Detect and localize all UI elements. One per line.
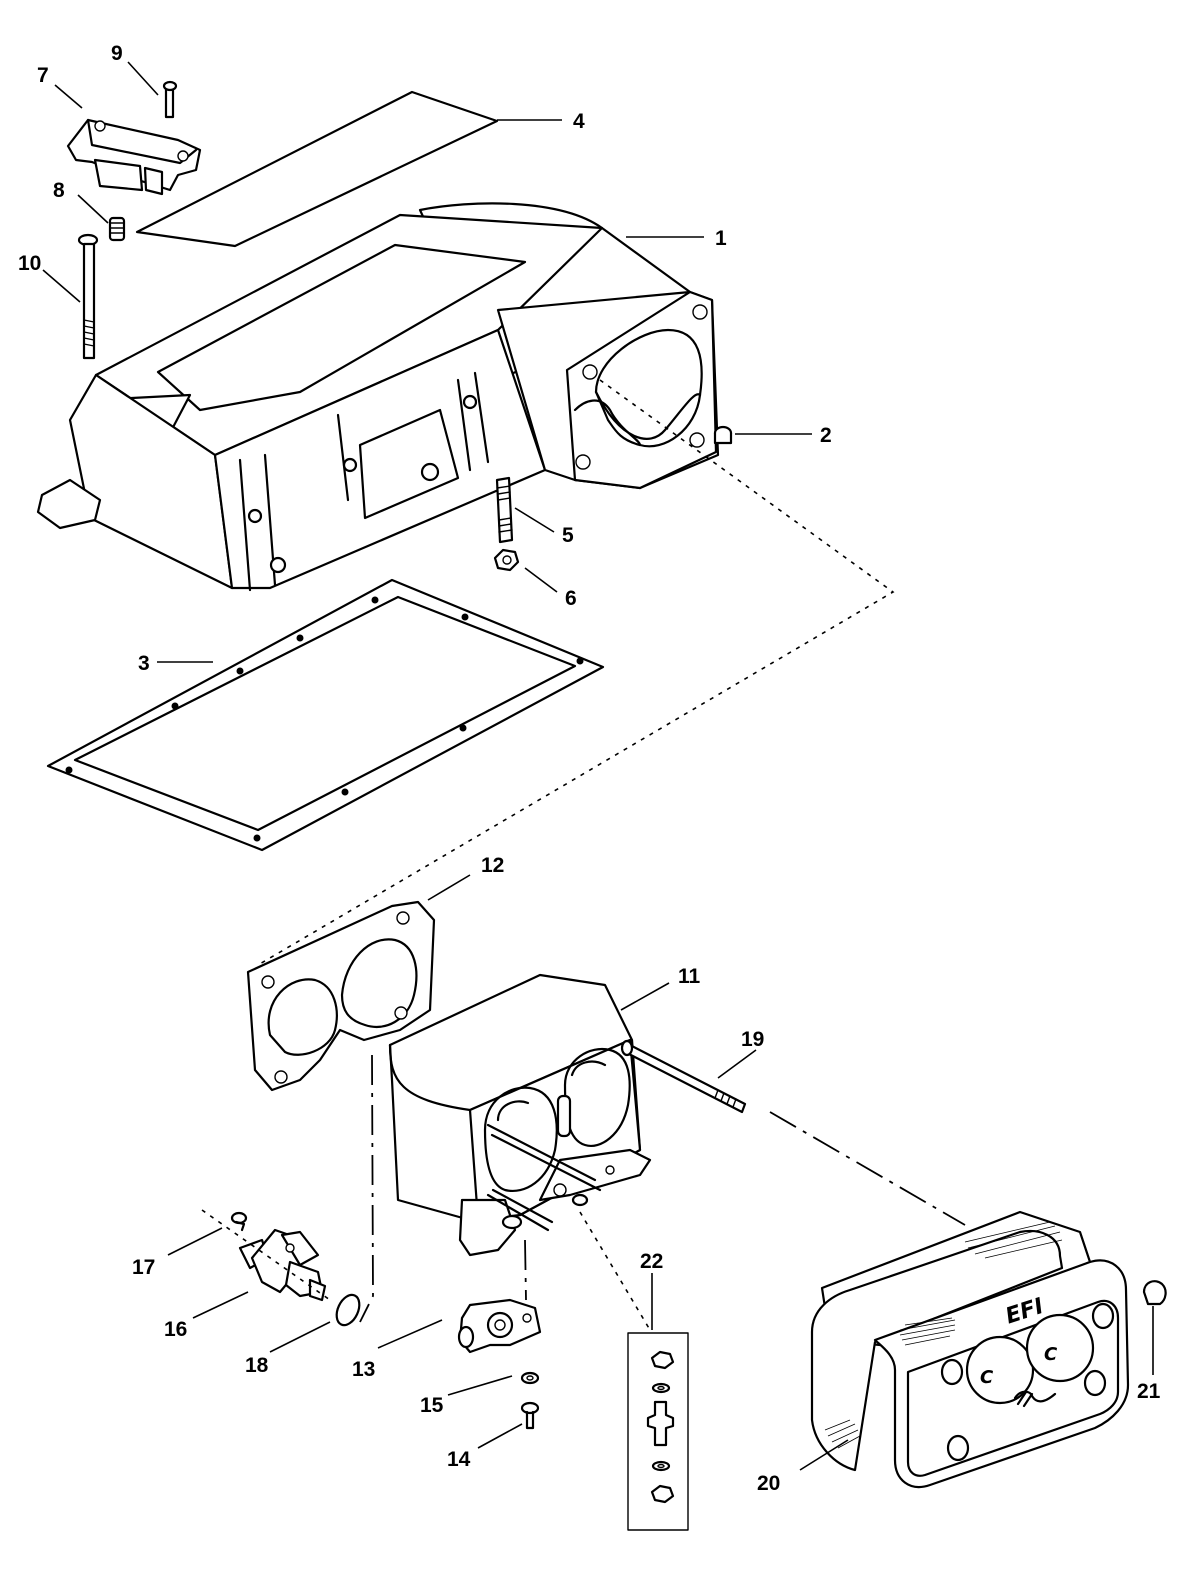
part-11-throttle-body	[388, 973, 652, 1257]
part-8-spring	[108, 216, 126, 242]
callout-8: 8	[53, 179, 65, 202]
callout-3: 3	[138, 652, 150, 675]
part-16-idle-air-control	[238, 1228, 327, 1302]
part-14-screw	[520, 1401, 540, 1430]
flame-arrestor-label-right-port: C	[1044, 1344, 1058, 1365]
callout-19: 19	[741, 1028, 764, 1051]
leader-lines	[42, 61, 1154, 1471]
part-2-plug	[713, 425, 733, 445]
callout-6: 6	[565, 587, 577, 610]
part-10-long-bolt	[77, 233, 99, 360]
callout-9: 9	[111, 42, 123, 65]
part-15-washer	[520, 1371, 540, 1385]
callout-14: 14	[447, 1448, 471, 1471]
callout-2: 2	[820, 424, 832, 447]
part-4-cover-plate	[135, 90, 499, 248]
part-12-throttle-gasket	[246, 900, 436, 1092]
part-5-stud	[495, 476, 514, 544]
callout-5: 5	[562, 524, 574, 547]
part-1-plenum-housing	[36, 202, 720, 592]
callout-20: 20	[757, 1472, 780, 1495]
callout-10: 10	[18, 252, 41, 275]
part-3-base-gasket	[46, 578, 605, 852]
part-19-long-stud	[620, 1039, 747, 1114]
assembly-centerlines	[201, 379, 966, 1331]
callout-7: 7	[37, 64, 49, 87]
callout-18: 18	[245, 1354, 269, 1377]
part-22-hardware-kit	[627, 1332, 689, 1531]
callout-15: 15	[420, 1394, 444, 1417]
part-6-nut	[493, 548, 520, 572]
part-17-screw	[230, 1211, 248, 1232]
part-18-o-ring	[335, 1293, 361, 1327]
callout-11: 11	[678, 965, 701, 988]
part-13-sensor	[457, 1298, 542, 1354]
part-7-sensor	[66, 118, 202, 196]
flame-arrestor-label-left-port: C	[980, 1367, 994, 1388]
callout-13: 13	[352, 1358, 375, 1381]
callout-17: 17	[132, 1256, 155, 1279]
callout-labels: 1 2 3 4 5 6 7 8 9 10 11 12 13 14 15 16 1…	[18, 42, 1161, 1495]
flame-arrestor-mesh	[824, 1221, 1063, 1449]
callout-22: 22	[640, 1250, 663, 1273]
callout-21: 21	[1137, 1380, 1161, 1403]
part-9-screw	[162, 80, 178, 119]
callout-4: 4	[573, 110, 585, 133]
callout-16: 16	[164, 1318, 187, 1341]
callout-12: 12	[481, 854, 504, 877]
part-21-acorn-nut	[1142, 1280, 1167, 1306]
callout-1: 1	[715, 227, 727, 250]
part-20-flame-arrestor: EFI C C	[810, 1210, 1130, 1488]
